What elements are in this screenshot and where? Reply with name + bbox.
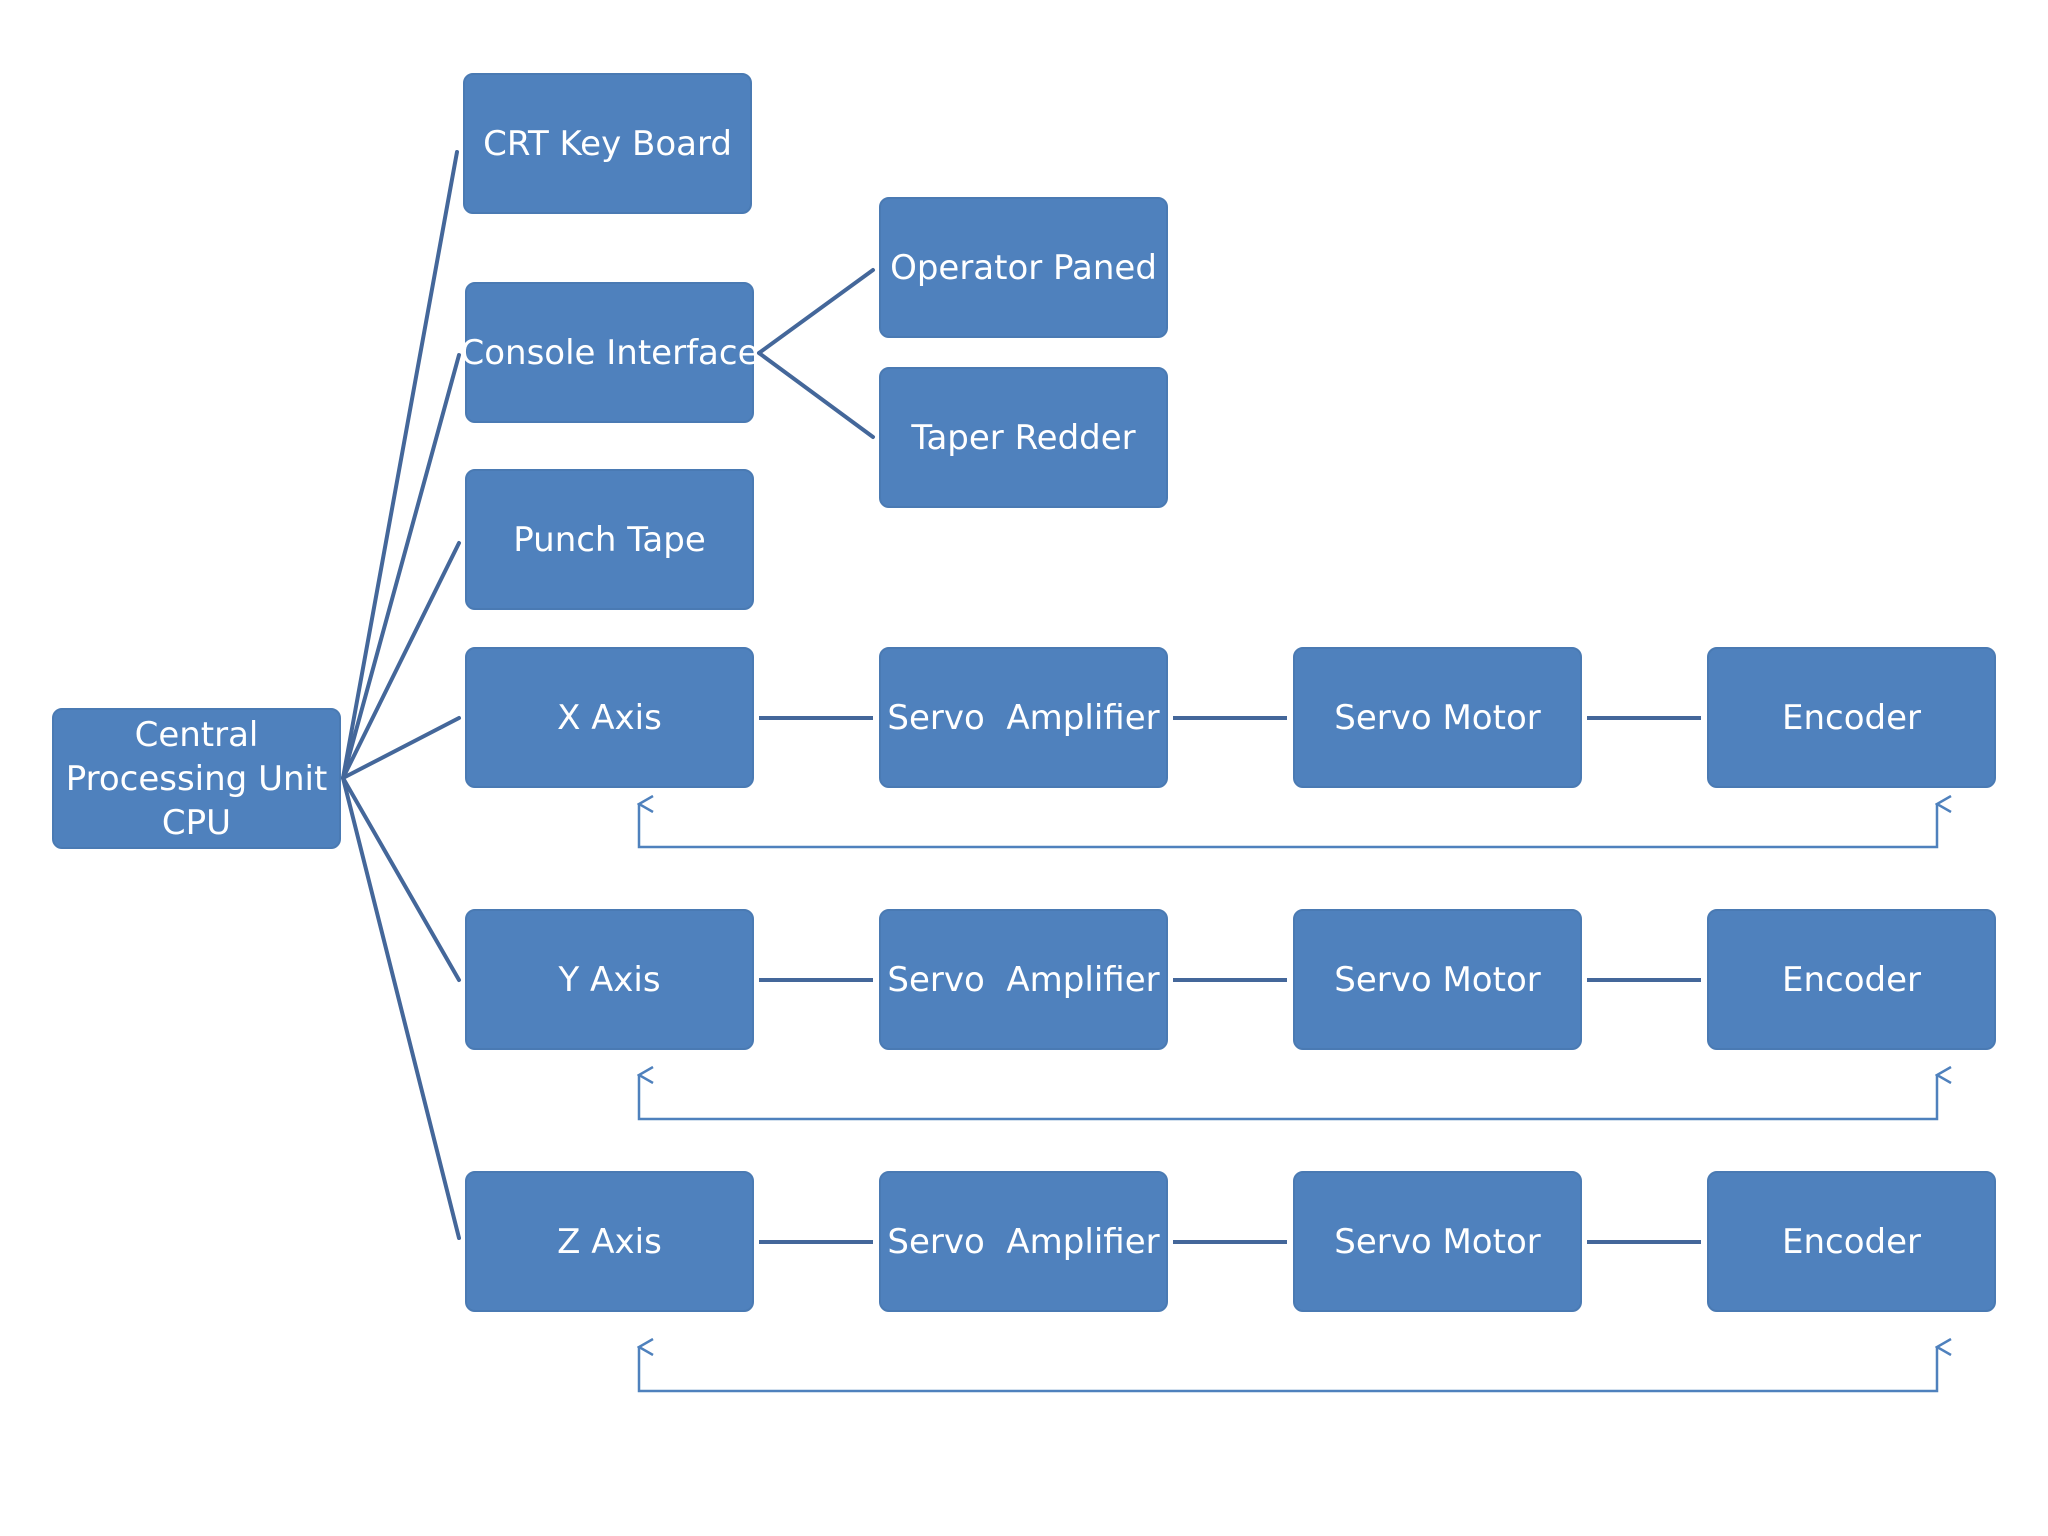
edge-cpu-z-axis — [341, 776, 461, 1240]
console-branch-lines — [757, 268, 875, 439]
cpu-label-line-3: CPU — [161, 802, 232, 843]
edge-cpu-y-axis — [341, 776, 461, 982]
y-servo-amplifier-label: Servo Amplifier — [887, 959, 1160, 1000]
node-tape-reader: Taper Redder — [879, 367, 1168, 508]
cpu-fanout-lines — [341, 150, 461, 1240]
node-z-encoder: Encoder — [1707, 1171, 1996, 1312]
edge-console-tape-reader — [757, 351, 875, 439]
z-axis-label: Z Axis — [557, 1221, 662, 1262]
node-y-servo-amplifier: Servo Amplifier — [879, 909, 1168, 1050]
node-punch-tape: Punch Tape — [465, 469, 754, 610]
edge-cpu-console-interface — [341, 353, 461, 780]
z-encoder-label: Encoder — [1781, 1221, 1921, 1262]
x-servo-amplifier-label: Servo Amplifier — [887, 697, 1160, 738]
cpu-label-line-1: Central — [134, 714, 259, 755]
edge-cpu-crt-keyboard — [341, 150, 459, 780]
feedback-loop-z — [639, 1347, 1937, 1393]
tape-reader-label: Taper Redder — [911, 417, 1136, 458]
y-servo-motor-label: Servo Motor — [1334, 959, 1541, 1000]
edge-cpu-punch-tape — [341, 541, 461, 780]
node-x-encoder: Encoder — [1707, 647, 1996, 788]
feedback-loop-x — [639, 804, 1937, 849]
node-operator-panel: Operator Paned — [879, 197, 1168, 338]
cpu-label-line-2: Processing Unit — [65, 758, 328, 799]
punch-tape-label: Punch Tape — [513, 519, 706, 560]
node-x-axis: X Axis — [465, 647, 754, 788]
node-y-servo-motor: Servo Motor — [1293, 909, 1582, 1050]
node-x-servo-motor: Servo Motor — [1293, 647, 1582, 788]
node-central-processing-unit: Central Processing Unit CPU — [52, 708, 341, 849]
crt-keyboard-label: CRT Key Board — [483, 123, 732, 164]
node-y-encoder: Encoder — [1707, 909, 1996, 1050]
feedback-loops — [639, 804, 1937, 1393]
node-z-servo-motor: Servo Motor — [1293, 1171, 1582, 1312]
node-crt-keyboard: CRT Key Board — [463, 73, 752, 214]
z-servo-motor-label: Servo Motor — [1334, 1221, 1541, 1262]
feedback-loop-y — [639, 1075, 1937, 1121]
edge-cpu-x-axis — [341, 716, 461, 780]
axis-chain-lines — [759, 716, 1701, 1244]
y-axis-label: Y Axis — [558, 959, 661, 1000]
x-servo-motor-label: Servo Motor — [1334, 697, 1541, 738]
node-z-axis: Z Axis — [465, 1171, 754, 1312]
x-encoder-label: Encoder — [1781, 697, 1921, 738]
z-servo-amplifier-label: Servo Amplifier — [887, 1221, 1160, 1262]
operator-panel-label: Operator Paned — [890, 247, 1157, 288]
node-console-interface: Console Interface — [461, 282, 759, 423]
node-x-servo-amplifier: Servo Amplifier — [879, 647, 1168, 788]
y-encoder-label: Encoder — [1781, 959, 1921, 1000]
node-y-axis: Y Axis — [465, 909, 754, 1050]
x-axis-label: X Axis — [557, 697, 662, 738]
console-interface-label: Console Interface — [460, 332, 759, 373]
node-z-servo-amplifier: Servo Amplifier — [879, 1171, 1168, 1312]
edge-console-operator-panel — [757, 268, 875, 355]
